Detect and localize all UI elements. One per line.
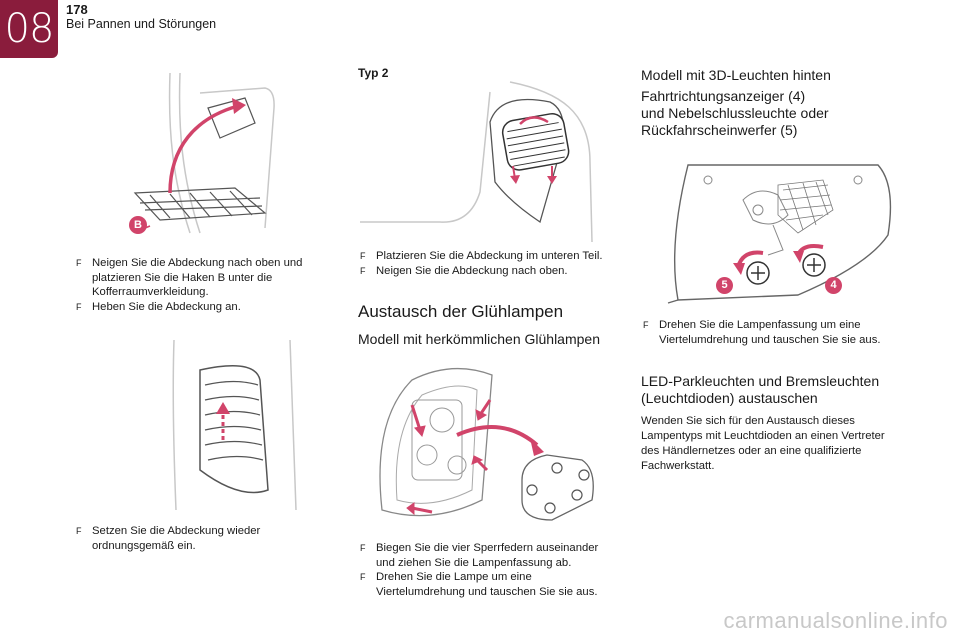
callout-5: 5 [716, 277, 733, 294]
typ-label: Typ 2 [358, 66, 389, 80]
illustration-cover-refit [172, 339, 297, 511]
illustration-cover-lower [360, 81, 593, 243]
heading-3d-lights: Modell mit 3D-Leuchten hinten [641, 67, 831, 83]
illustration-cover-tilt [133, 72, 275, 234]
callout-b: B [129, 216, 147, 234]
watermark: carmanualsonline.info [723, 608, 948, 633]
callout-4: 4 [825, 277, 842, 294]
section-title: Bei Pannen und Störungen [66, 17, 217, 31]
illustration-lamp-holder [379, 367, 594, 521]
page-number: 178 [66, 2, 88, 17]
led-paragraph: Wenden Sie sich für den Austausch dieses… [641, 415, 885, 472]
subheading-conventional-bulbs: Modell mit herkömmlichen Glühlampen [358, 331, 600, 347]
section-heading-bulb-replacement: Austausch der Glühlampen [358, 302, 564, 321]
heading-indicator-fog-reverse: Fahrtrichtungsanzeiger (4) und Nebelschl… [641, 88, 829, 138]
heading-led-lights: LED-Parkleuchten und Bremsleuchten (Leuc… [641, 373, 880, 406]
illustration-3d-lamp [667, 164, 892, 304]
chapter-tab: 08 [0, 0, 58, 58]
